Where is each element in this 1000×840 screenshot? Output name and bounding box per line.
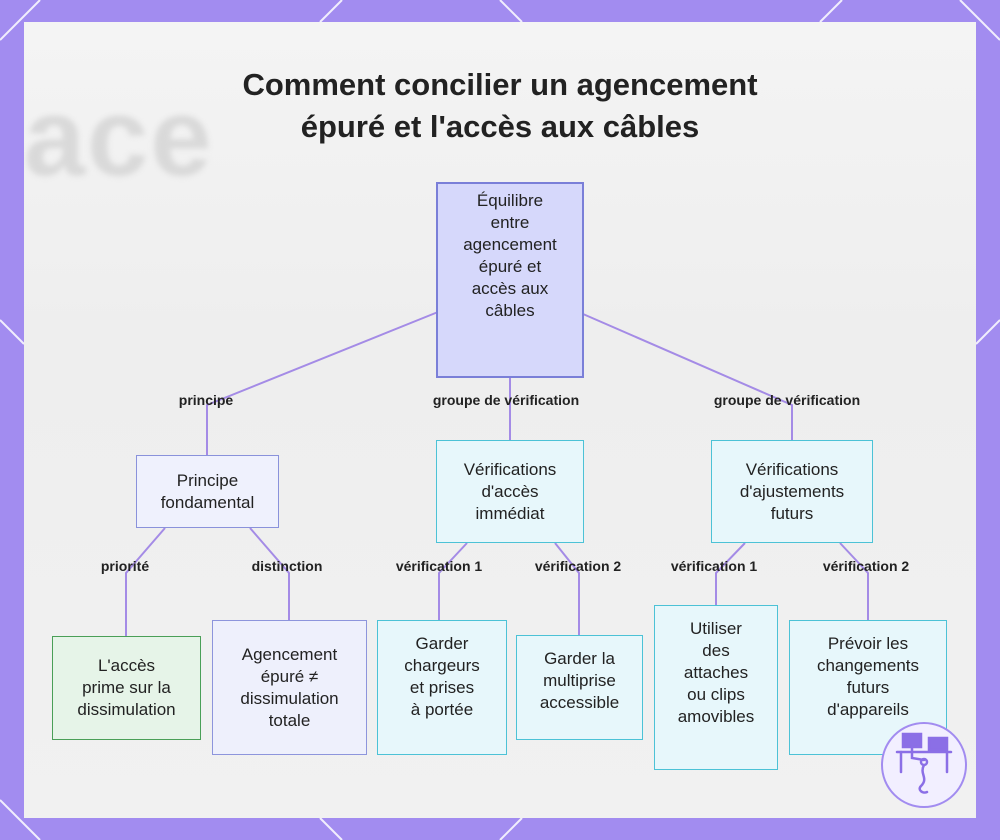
edge-principle-priority xyxy=(125,527,166,636)
edge-label-groupe-2: groupe de vérification xyxy=(713,392,861,408)
edge-label-groupe-1: groupe de vérification xyxy=(432,392,580,408)
blurred-background: ace xyxy=(24,22,976,818)
node-principle: Principe fondamental xyxy=(136,455,279,528)
edge-future-devices xyxy=(839,542,869,620)
edge-label-verification-1b: vérification 1 xyxy=(670,558,758,574)
node-root: Équilibre entre agencement épuré et accè… xyxy=(436,182,584,378)
node-distinction: Agencement épuré ≠ dissimulation totale xyxy=(212,620,367,755)
edge-label-distinction: distinction xyxy=(251,558,323,574)
edge-root-principle xyxy=(206,311,439,455)
edge-immediate-chargers xyxy=(438,542,468,620)
edge-label-priorite: priorité xyxy=(100,558,150,574)
background-word: ace xyxy=(24,76,214,199)
edge-label-principe: principe xyxy=(178,392,234,408)
edge-principle-distinction xyxy=(249,527,290,620)
node-immediate-checks: Vérifications d'accès immédiat xyxy=(436,440,584,543)
desk-workspace-icon xyxy=(881,722,967,808)
edge-future-clips xyxy=(715,542,746,605)
node-chargers: Garder chargeurs et prises à portée xyxy=(377,620,507,755)
title-line-2: épuré et l'accès aux câbles xyxy=(300,109,700,144)
edge-immediate-powerstrip xyxy=(554,542,580,635)
edge-label-verification-2b: vérification 2 xyxy=(822,558,910,574)
edge-root-future xyxy=(582,313,793,440)
node-powerstrip: Garder la multiprise accessible xyxy=(516,635,643,740)
node-clips: Utiliser des attaches ou clips amovibles xyxy=(654,605,778,770)
title-line-1: Comment concilier un agencement xyxy=(242,67,758,102)
node-devices: Prévoir les changements futurs d'apparei… xyxy=(789,620,947,755)
page-title: Comment concilier un agencement épuré et… xyxy=(0,64,1000,148)
edge-label-verification-1a: vérification 1 xyxy=(395,558,483,574)
node-priority: L'accès prime sur la dissimulation xyxy=(52,636,201,740)
node-future-checks: Vérifications d'ajustements futurs xyxy=(711,440,873,543)
edge-label-verification-2a: vérification 2 xyxy=(534,558,622,574)
